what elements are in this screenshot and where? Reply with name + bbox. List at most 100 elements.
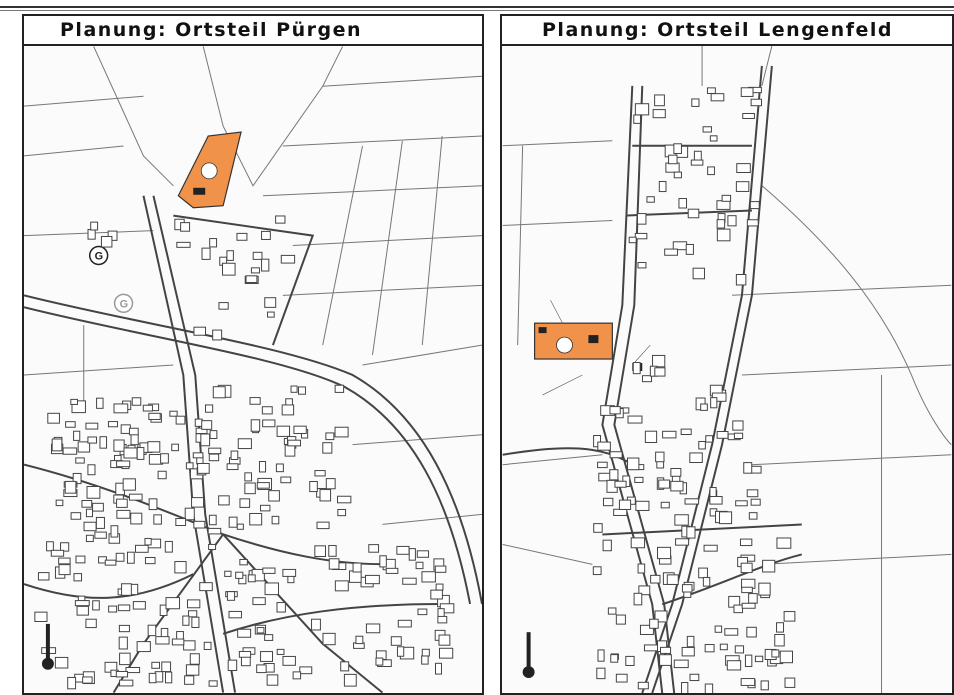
- building: [637, 262, 647, 269]
- building: [280, 476, 292, 484]
- building: [148, 412, 161, 420]
- building: [434, 565, 447, 573]
- building: [176, 241, 191, 248]
- building: [212, 329, 223, 341]
- building: [85, 618, 97, 629]
- building: [658, 479, 671, 489]
- field-boundary: [382, 513, 482, 525]
- building: [727, 215, 737, 227]
- planning-area-lengenfeld[interactable]: [533, 322, 613, 360]
- building: [309, 481, 318, 493]
- field-boundary: [282, 135, 482, 147]
- building: [396, 646, 405, 657]
- building: [252, 597, 266, 606]
- building: [760, 680, 769, 691]
- building: [119, 652, 131, 666]
- building: [128, 493, 143, 501]
- building: [421, 571, 436, 583]
- main-road: [641, 65, 763, 693]
- building: [264, 582, 279, 596]
- building: [82, 676, 93, 684]
- building: [726, 660, 742, 671]
- building: [282, 655, 296, 666]
- building: [615, 614, 626, 625]
- building: [75, 555, 86, 564]
- building: [724, 628, 739, 636]
- building: [691, 98, 700, 107]
- building: [740, 87, 754, 97]
- field-boundary: [502, 543, 593, 565]
- building: [147, 441, 161, 453]
- building: [256, 482, 270, 489]
- building: [650, 574, 661, 584]
- building: [249, 512, 263, 526]
- building: [264, 634, 274, 641]
- village-road: [142, 195, 225, 693]
- building: [633, 592, 643, 606]
- building: [311, 618, 321, 631]
- map-lengenfeld[interactable]: [502, 46, 952, 693]
- building: [415, 561, 424, 570]
- building: [314, 470, 326, 477]
- main-road: [24, 306, 472, 605]
- building: [256, 664, 267, 674]
- building: [208, 514, 217, 526]
- village-road: [661, 553, 803, 606]
- building: [670, 467, 682, 477]
- building: [689, 452, 703, 464]
- building: [340, 661, 350, 672]
- building: [416, 550, 430, 558]
- building: [748, 512, 758, 520]
- building: [430, 589, 443, 600]
- building: [706, 87, 716, 94]
- building: [144, 537, 152, 546]
- building: [707, 166, 715, 176]
- village-road: [602, 523, 802, 536]
- building: [750, 98, 762, 107]
- building: [130, 512, 143, 525]
- field-boundary: [24, 364, 174, 376]
- building: [746, 219, 759, 227]
- building: [92, 600, 100, 611]
- building: [194, 418, 203, 427]
- field-boundary: [761, 46, 773, 86]
- building: [337, 495, 352, 504]
- building: [334, 580, 349, 592]
- building: [721, 194, 732, 202]
- building: [55, 499, 64, 507]
- map-panel-puergen: Planung: Ortsteil Pürgen: [22, 14, 484, 695]
- building: [228, 610, 242, 619]
- building: [741, 586, 753, 594]
- building: [70, 512, 82, 520]
- building: [325, 478, 336, 490]
- building: [652, 354, 666, 368]
- building: [435, 662, 442, 675]
- building: [157, 470, 167, 480]
- building: [716, 219, 726, 229]
- building: [276, 648, 285, 655]
- field-boundary: [24, 95, 144, 107]
- building: [282, 568, 297, 577]
- building: [742, 112, 755, 119]
- building: [193, 520, 206, 529]
- field-boundary: [502, 454, 603, 466]
- map-puergen[interactable]: G G: [24, 46, 482, 693]
- building: [171, 638, 185, 646]
- building: [264, 297, 277, 308]
- building: [252, 251, 263, 260]
- building: [90, 221, 99, 231]
- building: [368, 544, 380, 553]
- building: [635, 500, 650, 511]
- building: [435, 583, 444, 591]
- building: [228, 516, 238, 528]
- building: [719, 511, 733, 525]
- building: [687, 208, 700, 219]
- building: [685, 243, 694, 255]
- building: [438, 647, 454, 659]
- building: [192, 452, 204, 459]
- building: [70, 398, 78, 405]
- field-boundary: [741, 364, 952, 376]
- building: [226, 250, 234, 261]
- building: [128, 427, 139, 436]
- building: [700, 403, 708, 411]
